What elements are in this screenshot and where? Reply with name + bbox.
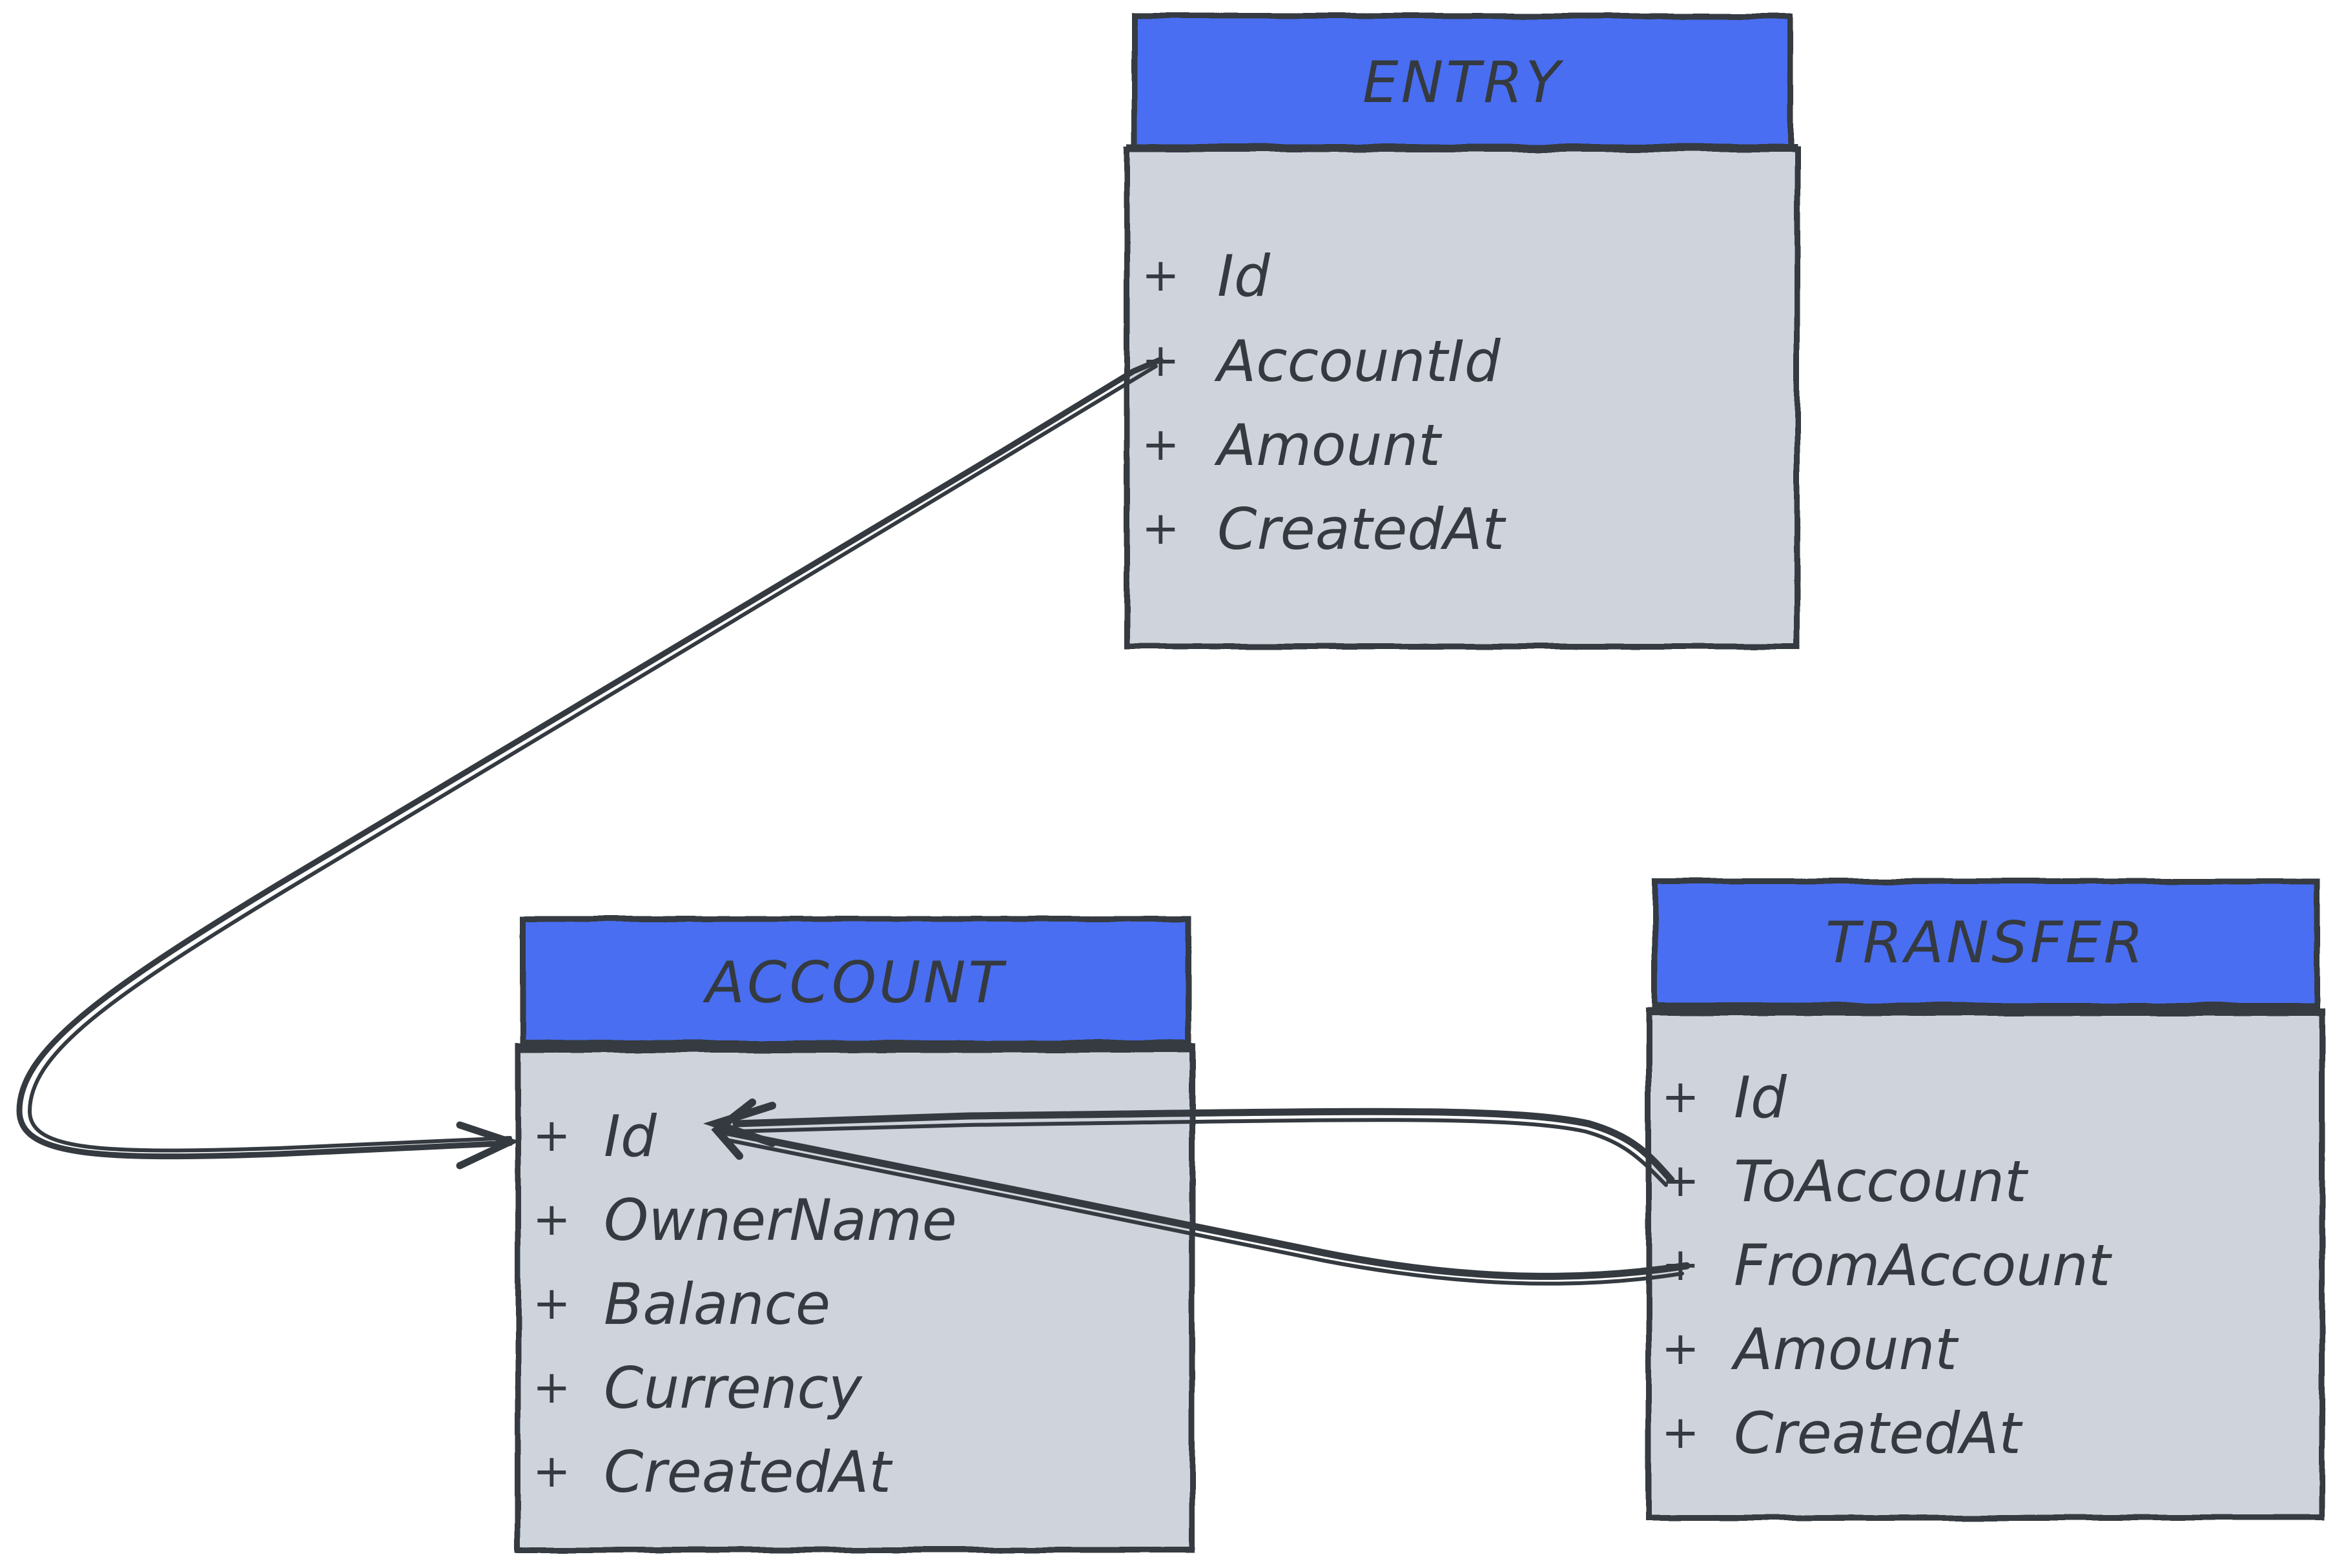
account-attr-row: + Id — [533, 1103, 657, 1170]
arrowhead — [711, 1099, 756, 1160]
attr-name: Id — [604, 1103, 657, 1170]
attr-name: Amount — [1214, 412, 1443, 479]
entry-header — [1131, 13, 1794, 150]
account-attr-row: + CreatedAt — [533, 1439, 893, 1505]
relation-entry-account — [16, 356, 1164, 1170]
transfer-attr-row: + ToAccount — [1661, 1148, 2029, 1215]
attr-name: Balance — [604, 1271, 830, 1337]
entity-entry: ENTRY + Id + AccountId + Amount + Create… — [1124, 13, 1800, 650]
attr-name: Id — [1734, 1064, 1787, 1131]
transfer-header — [1652, 878, 2320, 1009]
attr-prefix: + — [533, 1277, 571, 1330]
connector-line — [27, 364, 1158, 1153]
transfer-body — [1645, 1007, 2325, 1521]
attr-name: Amount — [1731, 1316, 1959, 1383]
attr-prefix: + — [533, 1193, 571, 1246]
entity-account: ACCOUNT + Id + OwnerName + Balance + Cur… — [515, 916, 1195, 1553]
attr-name: CreatedAt — [1734, 1400, 2023, 1467]
attr-prefix: + — [533, 1445, 571, 1498]
entry-title: ENTRY — [1363, 49, 1564, 116]
connector-line — [734, 1118, 1668, 1187]
attr-prefix: + — [533, 1109, 571, 1162]
attr-name: AccountId — [1214, 328, 1501, 395]
attr-name: CreatedAt — [1217, 496, 1507, 562]
account-attr-row: + Balance — [533, 1271, 830, 1337]
connector-line — [16, 356, 1164, 1160]
attr-name: CreatedAt — [604, 1439, 893, 1505]
transfer-title: TRANSFER — [1826, 909, 2146, 976]
transfer-attr-row: + CreatedAt — [1661, 1400, 2023, 1467]
entry-attr-row: + CreatedAt — [1142, 496, 1507, 562]
connector-line — [732, 1108, 1675, 1184]
entity-transfer: TRANSFER + Id + ToAccount + FromAccount … — [1645, 878, 2325, 1521]
attr-name: Id — [1217, 243, 1271, 309]
attr-prefix: + — [1661, 1070, 1700, 1123]
transfer-attr-row: + Id — [1661, 1064, 1787, 1131]
account-title: ACCOUNT — [703, 949, 1007, 1016]
attr-prefix: + — [1142, 418, 1180, 471]
attr-name: ToAccount — [1734, 1148, 2029, 1215]
entry-body — [1124, 146, 1800, 650]
account-attr-row: + OwnerName — [533, 1187, 957, 1253]
attr-prefix: + — [1661, 1406, 1700, 1459]
attr-name: FromAccount — [1734, 1232, 2113, 1299]
entry-attr-row: + Id — [1142, 243, 1271, 309]
attr-prefix: + — [1661, 1322, 1700, 1375]
attr-name: Currency — [604, 1355, 863, 1421]
entry-attr-row: + Amount — [1142, 412, 1443, 479]
connector-line — [719, 1128, 1691, 1280]
attr-prefix: + — [533, 1361, 571, 1414]
transfer-attr-row: + Amount — [1661, 1316, 1959, 1383]
connector-line — [721, 1137, 1684, 1286]
attr-name: OwnerName — [604, 1187, 957, 1253]
arrowhead — [456, 1121, 520, 1170]
relation-transfer-from-account — [711, 1099, 1691, 1286]
attr-prefix: + — [1142, 249, 1180, 302]
transfer-attr-row: + FromAccount — [1661, 1232, 2113, 1299]
attr-prefix: + — [1142, 502, 1180, 555]
entry-attr-row: + AccountId — [1142, 328, 1501, 395]
account-header — [520, 916, 1191, 1046]
account-body — [515, 1043, 1195, 1553]
account-attr-row: + Currency — [533, 1355, 863, 1421]
